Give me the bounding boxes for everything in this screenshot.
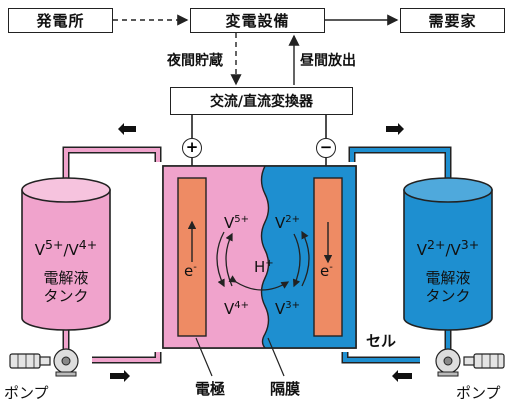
flow-arrow-top-left	[118, 123, 136, 135]
right-pump-label: ポンプ	[456, 384, 501, 402]
ion-v3: V3+	[275, 300, 301, 318]
left-reaction-arrow-down	[216, 231, 225, 288]
right-tank-line2: タンク	[425, 287, 471, 305]
converter-label: 交流/直流変換器	[209, 94, 314, 110]
consumer-box: 需要家	[400, 8, 505, 33]
ion-v4: V4+	[224, 300, 250, 318]
flow-arrow-bottom-right	[392, 370, 412, 382]
positive-terminal: +	[182, 138, 202, 158]
left-pump	[9, 348, 79, 377]
left-electrolyte-tank	[21, 177, 111, 331]
proton-exchange-arrow	[228, 275, 290, 291]
membrane-label: 隔膜	[270, 380, 301, 398]
right-tank-ions: V2+/V3+	[416, 237, 480, 259]
left-pump-label: ポンプ	[4, 384, 49, 402]
left-tank-line2: タンク	[43, 287, 89, 305]
day-discharge-label: 昼間放出	[300, 53, 356, 69]
power-plant-label: 発電所	[36, 12, 85, 30]
membrane-line	[260, 165, 270, 349]
left-tank-ions: V5+/V4+	[34, 237, 98, 259]
right-tank-line1: 電解液	[425, 269, 471, 287]
flow-arrow-top-right	[386, 123, 404, 135]
cell-label: セル	[366, 332, 397, 350]
ion-v2: V2+	[275, 214, 301, 232]
membrane-pointer	[267, 337, 285, 377]
left-tank-line1: 電解液	[43, 269, 89, 287]
power-plant-box: 発電所	[8, 8, 113, 33]
consumer-label: 需要家	[428, 12, 477, 30]
right-reaction-arrow-down	[292, 233, 301, 288]
night-storage-label: 夜間貯蔵	[167, 53, 223, 69]
electron-left: e-	[184, 262, 197, 280]
right-reaction-arrow-up	[301, 230, 310, 287]
electron-right: e-	[320, 262, 333, 280]
left-tank-text: V5+/V4+ 電解液 タンク	[22, 236, 110, 305]
converter-box: 交流/直流変換器	[170, 87, 353, 115]
ion-h: H+	[254, 258, 274, 276]
ion-v5: V5+	[224, 214, 250, 232]
substation-box: 変電設備	[190, 8, 325, 33]
right-tank-text: V2+/V3+ 電解液 タンク	[404, 236, 492, 305]
negative-terminal: −	[316, 138, 336, 158]
right-electrolyte-tank	[403, 177, 493, 331]
electrode-pointer	[195, 337, 213, 377]
substation-label: 変電設備	[225, 12, 290, 30]
right-pump	[435, 348, 505, 377]
flow-arrow-bottom-left	[110, 370, 130, 382]
electrode-label: 電極	[195, 380, 226, 398]
